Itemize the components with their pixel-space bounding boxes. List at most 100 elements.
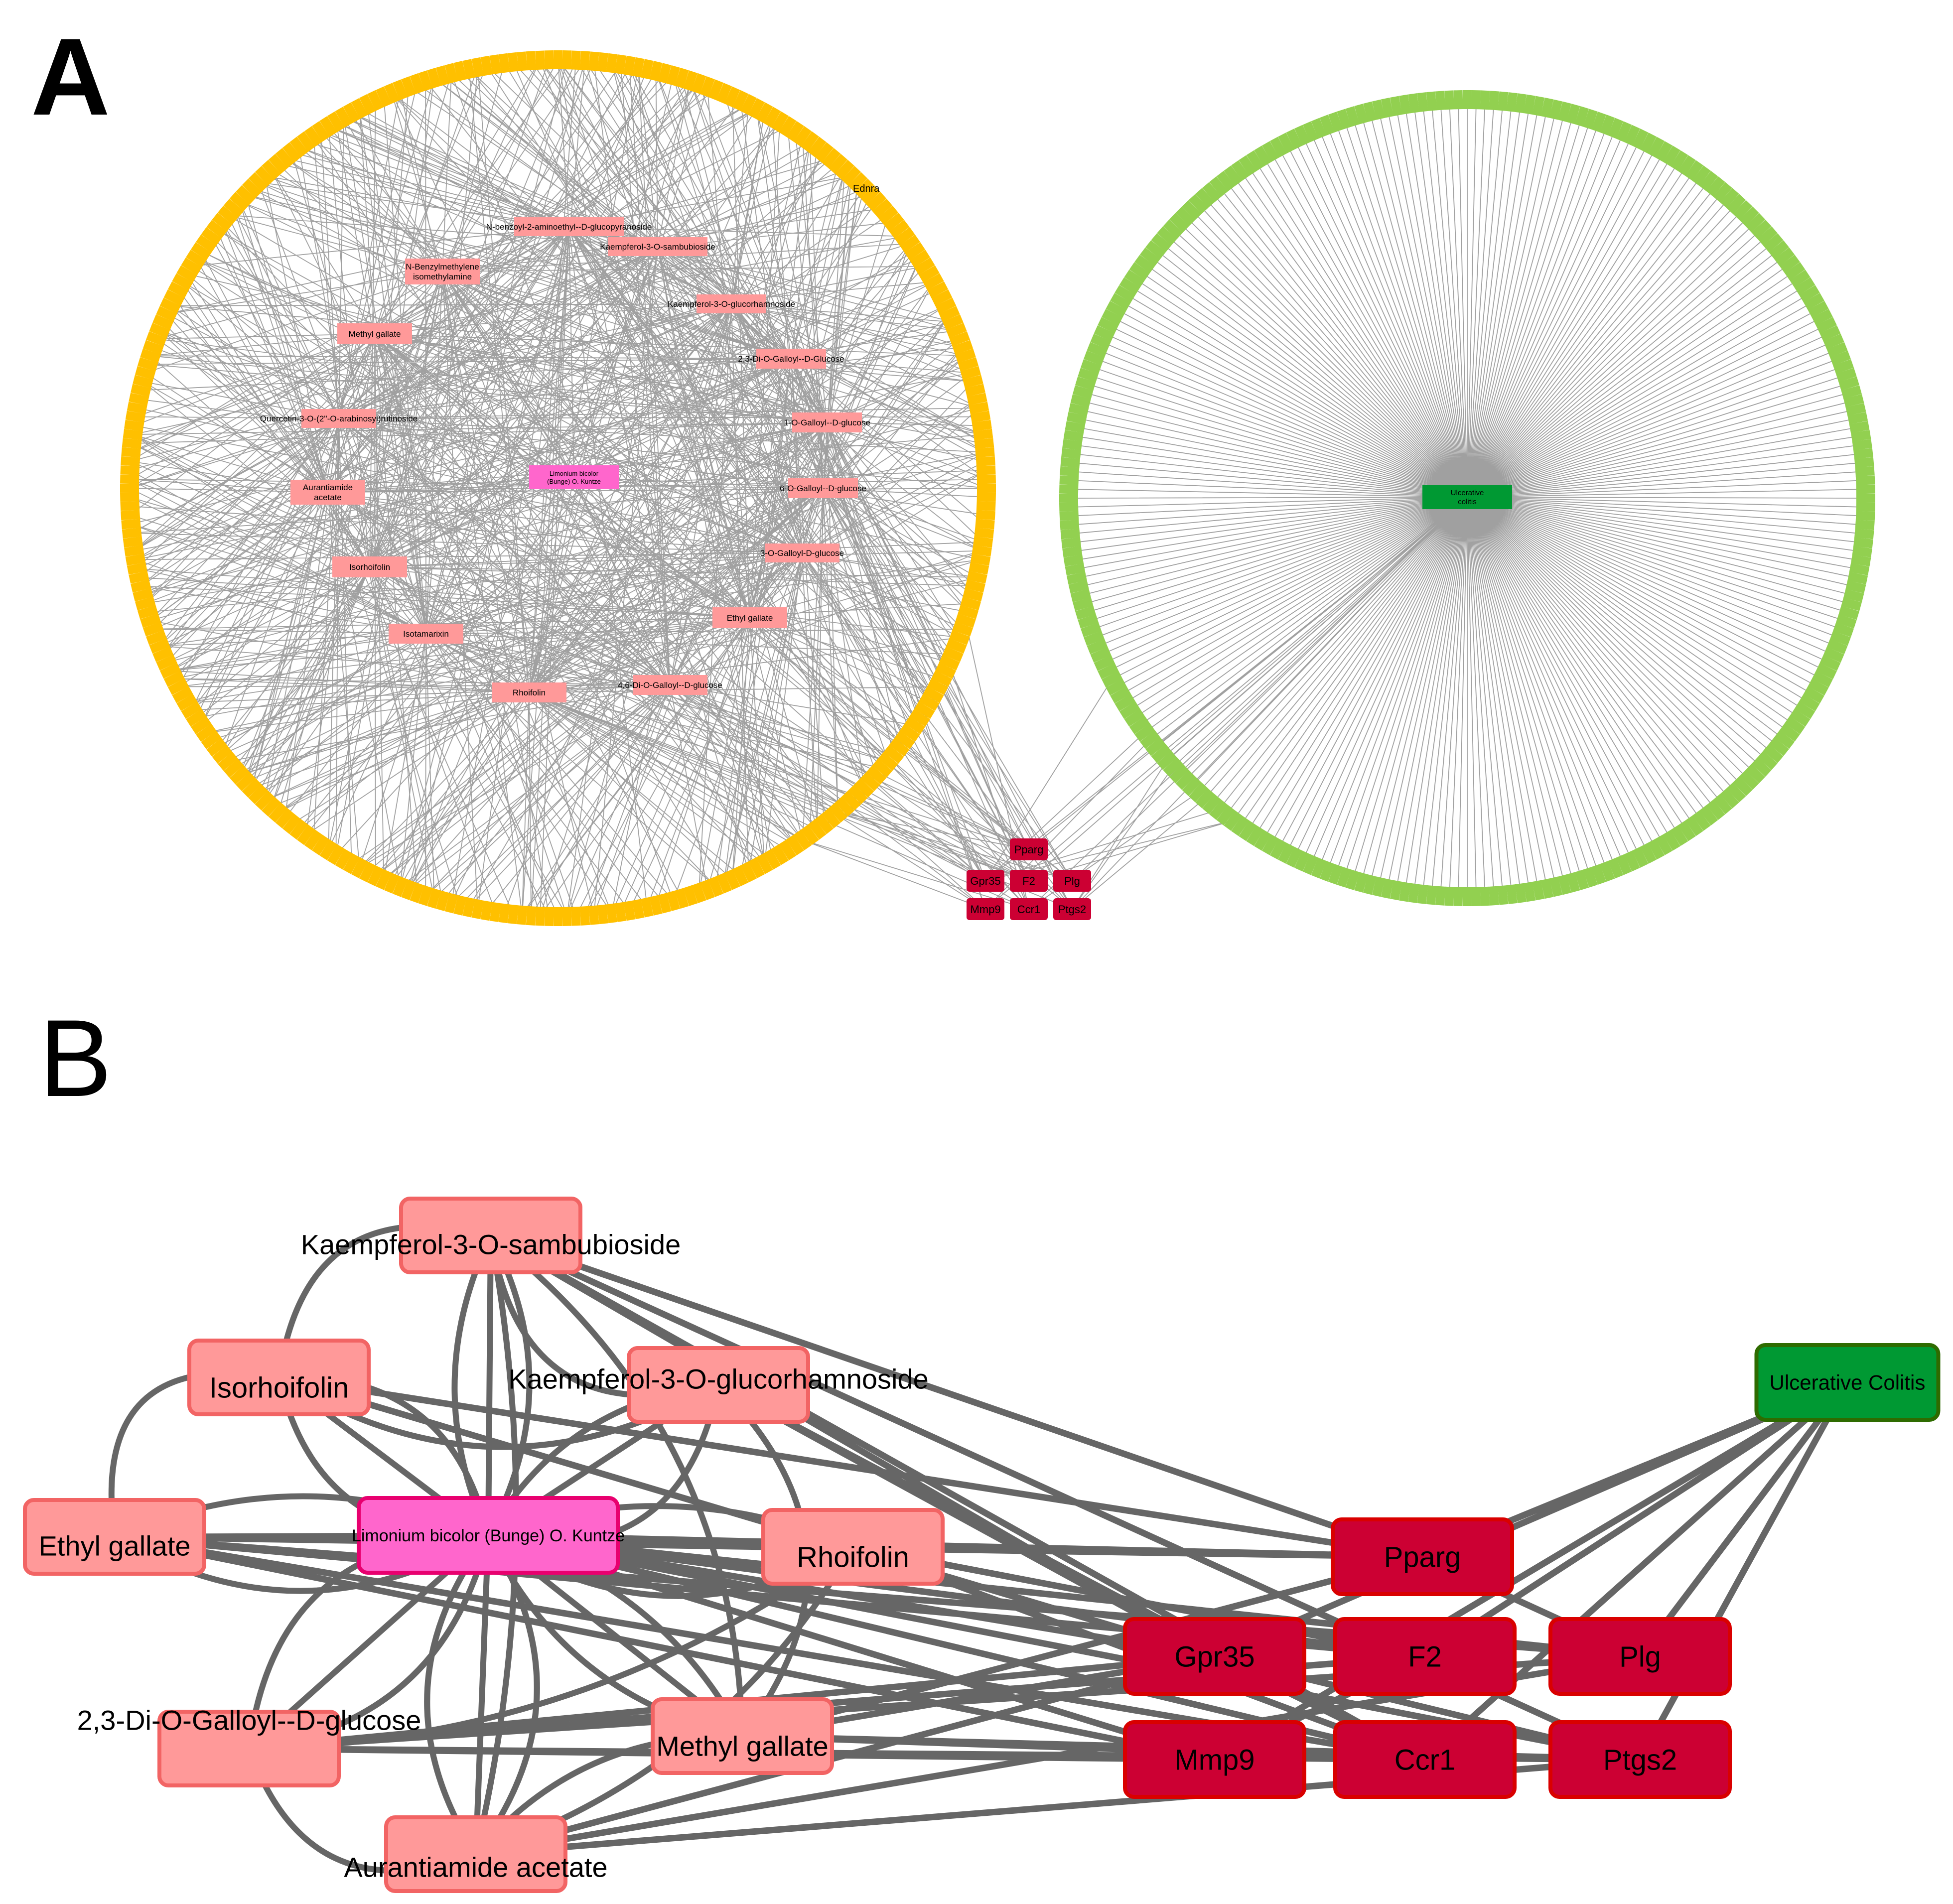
- herb-target-ring-node: [579, 51, 590, 71]
- disease-target-ring-node: [1182, 776, 1202, 797]
- compound-node-label: 2,3-Di-O-Galloyl--D-Glucose: [738, 354, 844, 364]
- herb-target-ring-node: [156, 654, 177, 671]
- panel-b-compound-aurantiamide-acetate: Aurantiamide acetate: [344, 1815, 608, 1893]
- herb-target-ring-node: [176, 265, 198, 283]
- herb-target-ring-node: [343, 853, 360, 874]
- disease-target-ring-node: [1463, 887, 1472, 906]
- disease-target-ring-node: [1145, 737, 1166, 756]
- panel-a-target-pparg: Pparg: [1010, 838, 1048, 860]
- panel-a-compound-4-6-di-o-galloyl-d-glucose: 4,6-Di-O-Galloyl--D-glucose: [618, 675, 722, 695]
- disease-target-ring-node: [1294, 125, 1311, 146]
- herb-target-ring-node: [878, 752, 898, 771]
- herb-target-ring-node: [535, 906, 545, 926]
- disease-target-ring-node: [1591, 111, 1606, 133]
- herb-target-ring-node: [614, 54, 627, 75]
- herb-target-ring-node: [949, 331, 971, 347]
- compound-node-box: [633, 675, 707, 695]
- herb-target-ring-node: [275, 808, 294, 828]
- disease-target-ring-node: [1246, 825, 1264, 846]
- herb-target-ring-node: [384, 872, 400, 894]
- disease-target-ring-node: [1849, 563, 1870, 576]
- herb-target-ring-node: [554, 50, 562, 69]
- disease-target-ring-node: [1769, 737, 1789, 756]
- herb-target-ring-node: [125, 553, 146, 566]
- disease-target-ring-node: [1094, 655, 1115, 671]
- disease-target-ring-node: [1381, 97, 1394, 118]
- disease-target-ring-node: [1062, 439, 1083, 451]
- disease-target-ring-node: [1435, 886, 1446, 906]
- disease-target-ring-node: [1063, 554, 1084, 566]
- panel-b-compound-ethyl-gallate-label: Ethyl gallate: [38, 1530, 190, 1562]
- panel-b-target-mmp9-box: [1123, 1720, 1306, 1799]
- disease-target-ring-node: [1751, 757, 1772, 777]
- herb-target-ring-node: [410, 73, 424, 94]
- disease-target-ring-node: [1106, 679, 1127, 696]
- disease-target-ring-node: [1059, 502, 1079, 512]
- disease-target-ring-node: [1106, 300, 1127, 318]
- disease-target-ring-node: [1090, 647, 1112, 663]
- disease-target-ring-node: [1663, 145, 1680, 167]
- disease-target-ring-node: [1799, 693, 1820, 711]
- compound-node-label: 3-O-Galloyl-D-glucose: [760, 548, 844, 558]
- herb-target-ring-node: [904, 716, 926, 734]
- disease-target-ring-node: [1833, 622, 1854, 637]
- compound-node-box: [337, 323, 412, 344]
- herb-target-ring-node: [223, 198, 244, 218]
- herb-target-ring-node: [121, 447, 141, 458]
- herb-target-ring-node: [623, 55, 636, 76]
- panel-a-compound-rhoifolin: Rhoifolin: [492, 682, 566, 702]
- disease-target-ring-node: [1110, 686, 1131, 704]
- herb-target-ring-node: [393, 876, 408, 897]
- disease-target-ring-node: [1078, 614, 1099, 629]
- disease-target-ring-node: [1532, 96, 1545, 117]
- target-node-label: Ptgs2: [1058, 903, 1086, 916]
- herb-target-ring-node: [268, 802, 288, 823]
- herb-target-ring-node: [963, 375, 983, 389]
- disease-target-ring-node: [1139, 247, 1161, 267]
- disease-target-ring-node: [1399, 94, 1411, 115]
- compound-node-box: [492, 682, 566, 702]
- herb-target-ring-node: [841, 166, 861, 186]
- disease-target-ring-node: [1062, 545, 1083, 557]
- disease-target-ring-node: [1855, 511, 1875, 521]
- herb-target-ring-node: [771, 111, 789, 133]
- herb-target-ring-node: [498, 53, 510, 73]
- disease-target-ring-node: [1575, 869, 1589, 890]
- panel-b-compound-kaempferol-3-o-sambubioside-label: Kaempferol-3-O-sambubioside: [301, 1229, 681, 1260]
- herb-target-ring-node: [958, 357, 979, 372]
- disease-target-ring-node: [1779, 255, 1800, 273]
- disease-target-ring-node: [1779, 723, 1800, 742]
- disease-target-ring-node: [1060, 520, 1080, 531]
- herb-target-ring-node: [683, 885, 698, 906]
- disease-target-ring-node: [1855, 520, 1875, 531]
- herb-target-ring-node: [942, 314, 964, 330]
- disease-target-ring-node: [1195, 788, 1215, 809]
- disease-target-ring-node: [1390, 880, 1402, 901]
- disease-target-ring-node: [1102, 671, 1123, 687]
- disease-target-ring-node: [1655, 141, 1673, 162]
- disease-target-ring-node: [1426, 885, 1437, 905]
- disease-target-ring-node: [1833, 359, 1854, 374]
- disease-target-ring-node: [1713, 794, 1732, 815]
- disease-target-ring-node: [1390, 96, 1402, 117]
- disease-target-ring-node: [1399, 882, 1411, 902]
- herb-target-ring-node: [854, 778, 874, 798]
- herb-target-ring-node: [724, 86, 740, 108]
- disease-target-ring-node: [1583, 866, 1598, 888]
- herb-target-ring-node: [120, 465, 140, 475]
- target-node-box: [1053, 898, 1091, 920]
- target-node-label: Plg: [1064, 875, 1080, 887]
- herb-target-ring-node: [297, 824, 315, 845]
- herb-target-ring-node: [462, 59, 475, 80]
- disease-target-ring-node: [1763, 233, 1784, 253]
- compound-node-label: Aurantiamide: [303, 483, 353, 492]
- herb-target-ring-node: [186, 709, 207, 727]
- herb-target-ring-node: [973, 536, 993, 548]
- disease-target-ring-node: [1677, 155, 1696, 176]
- herb-target-ring-node: [699, 76, 715, 97]
- disease-target-ring-node: [1540, 878, 1554, 899]
- disease-target-ring-node: [1854, 529, 1874, 540]
- herb-target-ring-node: [335, 848, 353, 870]
